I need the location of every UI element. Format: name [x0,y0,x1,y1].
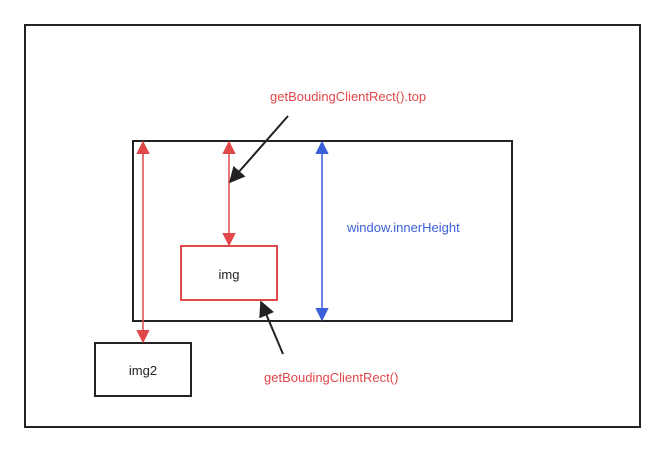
document-frame [24,24,641,428]
window-inner-height-label: window.innerHeight [346,220,460,235]
img2-label: img2 [129,363,157,378]
bounding-rect-label: getBoudingClientRect() [264,370,398,385]
img-label: img [219,267,240,282]
bounding-rect-top-label: getBoudingClientRect().top [270,89,426,104]
top-label-pointer-arrow [228,115,289,184]
rect-label-pointer-arrow [259,300,284,355]
